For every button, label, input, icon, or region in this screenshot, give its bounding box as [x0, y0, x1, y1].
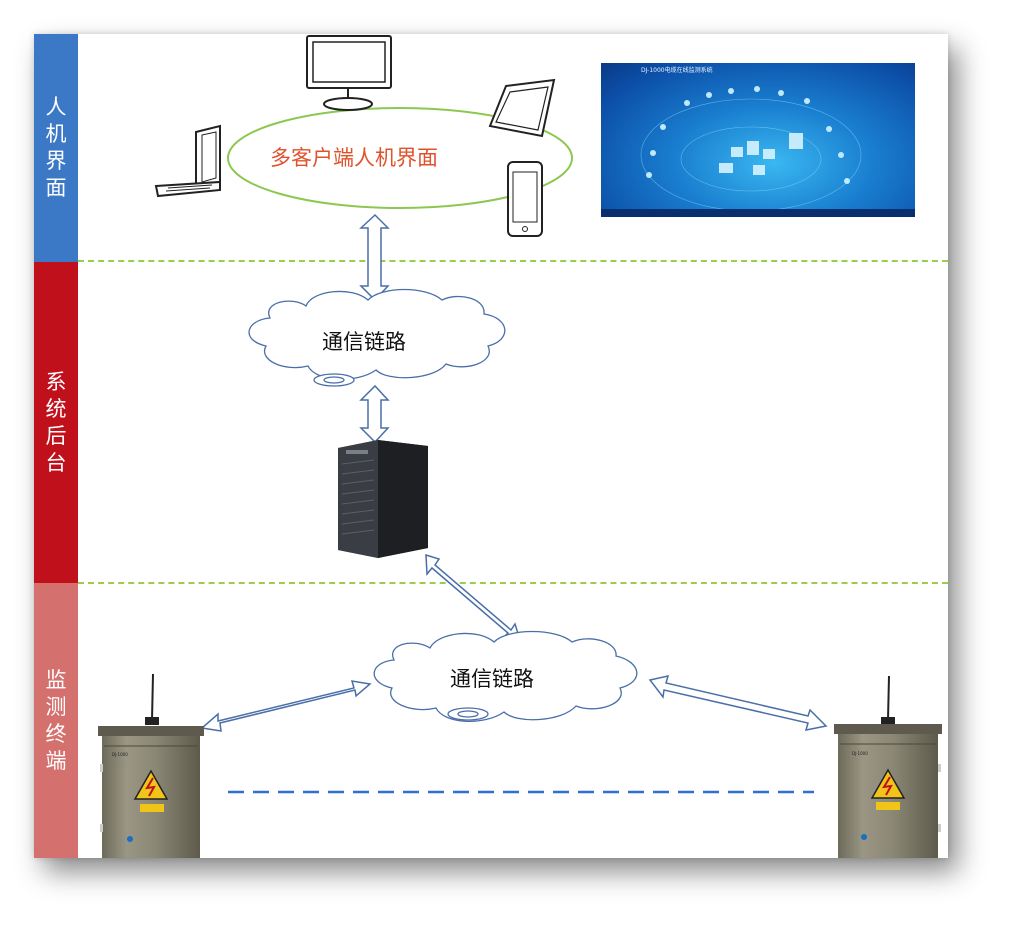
terminal-cabinet-right: DJ-1000 [834, 675, 942, 858]
double-arrow-link-server [359, 384, 390, 444]
software-screenshot: DJ-1000电缆在线监测系统 [601, 63, 915, 217]
double-arrow-right-terminal [648, 674, 828, 731]
layer-band-backend: 系统后台 [34, 262, 78, 583]
layer-divider-bottom [78, 582, 948, 584]
antenna-icon [881, 675, 895, 725]
layer-label-terminal: 监测终端 [45, 667, 67, 773]
server-icon [338, 440, 428, 558]
layer-divider-top [78, 260, 948, 262]
double-arrow-server-link [425, 553, 522, 641]
software-screenshot-graphics [601, 86, 915, 217]
layer-label-backend: 系统后台 [45, 369, 67, 475]
svg-text:DJ-1000: DJ-1000 [112, 752, 128, 757]
diagram-graphics: DJ-1000 DJ-1000 [98, 35, 942, 858]
layer-label-hmi: 人机界面 [45, 95, 67, 200]
link-label-top: 通信链路 [322, 330, 406, 354]
double-arrow-hmi-link [359, 213, 390, 302]
laptop-icon [154, 124, 221, 198]
layer-band-hmi: 人机界面 [34, 34, 78, 262]
warning-sign-icon [870, 768, 906, 799]
tablet-icon [488, 78, 556, 138]
layer-band-terminal: 监测终端 [34, 583, 78, 858]
double-arrow-left-terminal [200, 680, 372, 732]
architecture-diagram: 人机界面 系统后台 监测终端 [34, 34, 948, 858]
cloud-icon-bottom [373, 630, 638, 722]
phone-icon [507, 161, 543, 237]
terminal-cabinet-left: DJ-1000 [98, 673, 204, 858]
link-label-bottom: 通信链路 [450, 667, 534, 691]
antenna-icon [145, 673, 159, 725]
client-ellipse [227, 107, 573, 209]
client-hmi-label: 多客户端人机界面 [270, 146, 438, 170]
cloud-icon-top [248, 288, 506, 387]
warning-sign-icon [133, 769, 169, 800]
software-screenshot-title: DJ-1000电缆在线监测系统 [641, 67, 713, 74]
monitor-icon [306, 35, 392, 111]
svg-text:DJ-1000: DJ-1000 [852, 751, 868, 756]
